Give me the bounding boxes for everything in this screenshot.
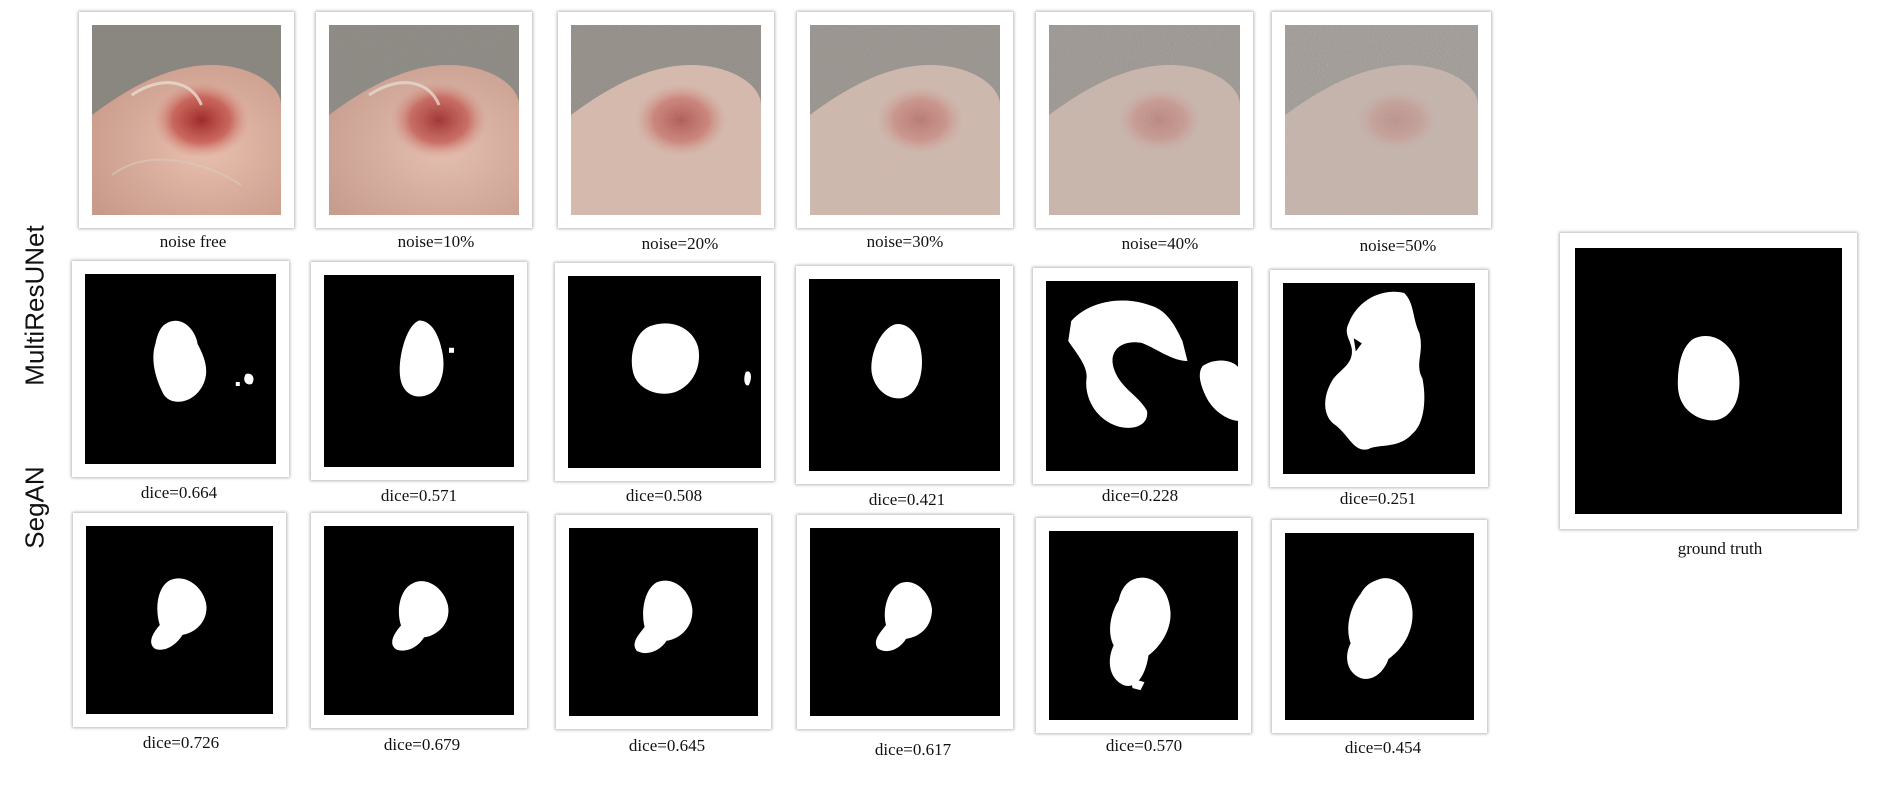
segan-dice-caption: dice=0.617 — [874, 740, 952, 759]
segan-mask-frame-40 — [1036, 518, 1251, 733]
multiresunet-mask-frame-30 — [796, 266, 1013, 484]
noisy-image-frame-0 — [79, 12, 294, 228]
noisy-image-frame-30 — [797, 12, 1013, 228]
multiresunet-dice-caption: dice=0.571 — [380, 486, 458, 505]
dermoscopy-image-noise-30 — [810, 25, 1000, 215]
segan-mask-noise-40 — [1049, 531, 1238, 720]
noise-caption: noise=20% — [641, 234, 719, 253]
noise-caption: noise=30% — [866, 232, 944, 251]
segan-mask-noise-50 — [1285, 533, 1474, 720]
row-label-segan: SegAN — [19, 466, 50, 549]
noisy-image-frame-50 — [1272, 12, 1491, 228]
segan-mask-frame-20 — [556, 515, 771, 729]
segan-dice-caption: dice=0.726 — [142, 733, 220, 752]
multiresunet-mask-noise-10 — [324, 275, 514, 467]
multiresunet-mask-noise-50 — [1283, 283, 1475, 474]
noise-caption: noise=50% — [1359, 236, 1437, 255]
ground-truth-frame — [1560, 233, 1857, 529]
noisy-image-frame-40 — [1036, 12, 1253, 228]
segan-dice-caption: dice=0.454 — [1344, 738, 1422, 757]
noisy-image-frame-20 — [558, 12, 774, 228]
segan-mask-noise-30 — [810, 528, 1000, 716]
multiresunet-mask-noise-40 — [1046, 281, 1238, 471]
noise-caption: noise=40% — [1121, 234, 1199, 253]
noise-caption: noise=10% — [397, 232, 475, 251]
multiresunet-mask-frame-20 — [555, 263, 774, 481]
segan-mask-noise-10 — [324, 526, 514, 715]
multiresunet-mask-frame-0 — [72, 261, 289, 477]
segan-mask-noise-20 — [569, 528, 758, 716]
dermoscopy-image-noise-20 — [571, 25, 761, 215]
noisy-image-frame-10 — [316, 12, 532, 228]
multiresunet-dice-caption: dice=0.228 — [1101, 486, 1179, 505]
multiresunet-mask-noise-20 — [568, 276, 761, 468]
segan-dice-caption: dice=0.570 — [1105, 736, 1183, 755]
multiresunet-dice-caption: dice=0.421 — [868, 490, 946, 509]
multiresunet-dice-caption: dice=0.251 — [1339, 489, 1417, 508]
segan-mask-frame-30 — [797, 515, 1013, 729]
multiresunet-mask-frame-10 — [311, 262, 527, 480]
multiresunet-mask-noise-0 — [85, 274, 276, 464]
ground-truth-caption: ground truth — [1677, 539, 1763, 558]
segan-mask-noise-0 — [86, 526, 273, 714]
multiresunet-mask-frame-40 — [1033, 268, 1251, 484]
multiresunet-mask-frame-50 — [1270, 270, 1488, 487]
ground-truth-mask — [1575, 248, 1842, 514]
segan-mask-frame-10 — [311, 513, 527, 728]
multiresunet-dice-caption: dice=0.508 — [625, 486, 703, 505]
dermoscopy-image-noise-10 — [329, 25, 519, 215]
multiresunet-dice-caption: dice=0.664 — [140, 483, 218, 502]
multiresunet-mask-noise-30 — [809, 279, 1000, 471]
dermoscopy-image-noise-0 — [92, 25, 281, 215]
segan-dice-caption: dice=0.679 — [383, 735, 461, 754]
segan-mask-frame-50 — [1272, 520, 1487, 733]
segan-mask-frame-0 — [73, 513, 286, 727]
dermoscopy-image-noise-50 — [1285, 25, 1478, 215]
dermoscopy-image-noise-40 — [1049, 25, 1240, 215]
segan-dice-caption: dice=0.645 — [628, 736, 706, 755]
noise-caption: noise free — [159, 232, 227, 251]
